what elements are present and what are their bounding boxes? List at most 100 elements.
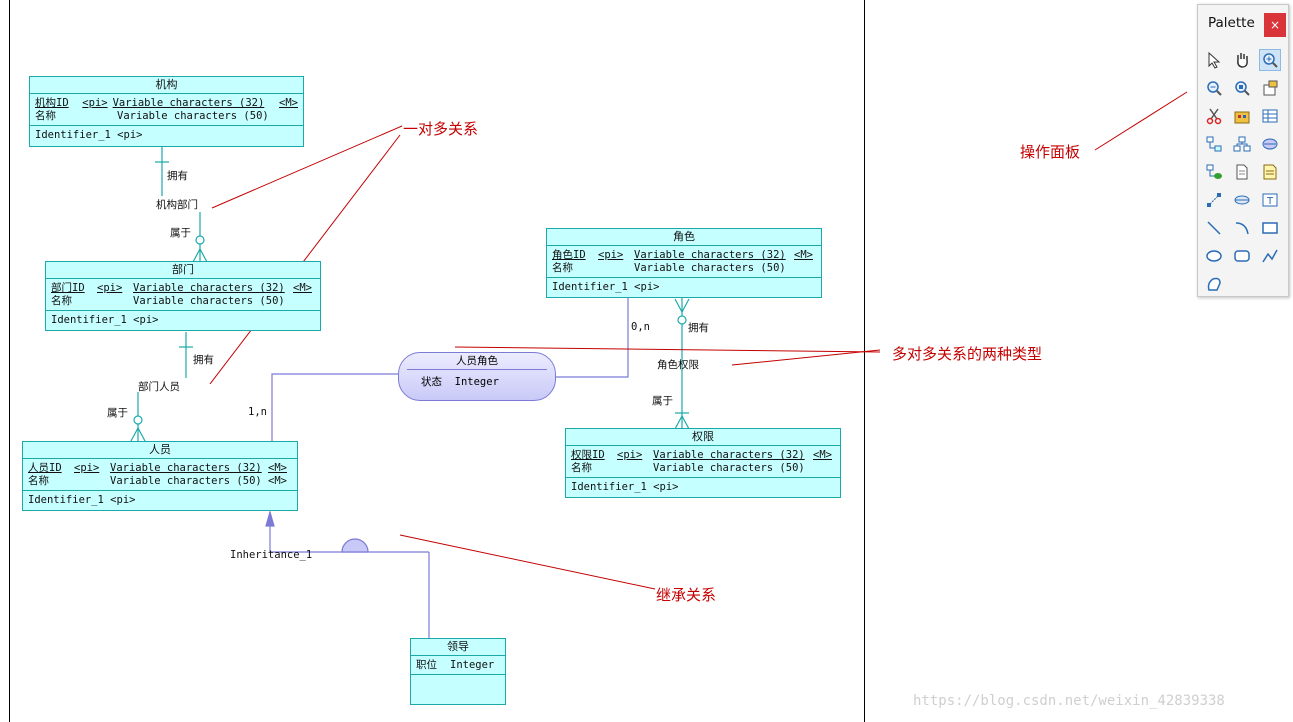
attr-type: Variable characters (32) [634,249,786,261]
attribute-row: 角色ID <pi> Variable characters (32) <M> [552,249,816,262]
attr-name: 名称 [552,262,573,274]
attr-flag: <M> [268,475,287,487]
label-role-perm-has: 拥有 [688,322,709,334]
package-icon[interactable] [1231,105,1253,127]
attr-name: 部门ID [51,282,85,294]
rounded-rect-icon[interactable] [1231,245,1253,267]
entity-attributes: 角色ID <pi> Variable characters (32) <M> 名… [547,246,821,278]
association-person-role[interactable]: 人员角色 状态 Integer [398,352,556,401]
entity-icon[interactable] [1203,133,1225,155]
entity-identifier: Identifier_1 <pi> [552,281,660,293]
zoom-in-icon[interactable] [1259,49,1281,71]
rectangle-icon[interactable] [1259,217,1281,239]
attr-flag: <M> [293,282,312,294]
attribute-row: 名称 Variable characters (50) [552,262,816,275]
entity-title: 角色 [547,229,821,246]
attribute-row: 名称 Variable characters (50) <M> [28,475,292,488]
attr-tag [598,262,634,275]
arc-icon[interactable] [1231,217,1253,239]
polygon-icon[interactable] [1203,273,1225,295]
text-icon[interactable]: T [1259,189,1281,211]
palette-title: Palette [1208,15,1255,31]
entity-dept[interactable]: 部门 部门ID <pi> Variable characters (32) <M… [45,261,321,331]
ellipse-icon[interactable] [1203,245,1225,267]
attr-type: Integer [450,659,495,671]
entity-role[interactable]: 角色 角色ID <pi> Variable characters (32) <M… [546,228,822,298]
attribute-row: 名称 Variable characters (50) [51,295,315,308]
zoom-out-icon[interactable] [1203,77,1225,99]
entity-identifier: Identifier_1 <pi> [28,494,136,506]
attr-type: Variable characters (50) [133,295,285,307]
link-assoc-icon[interactable] [1231,189,1253,211]
label-org-dept-belong: 属于 [170,227,191,239]
attr-tag [97,295,133,308]
attr-name: 权限ID [571,449,605,461]
entity-org[interactable]: 机构 机构ID <pi> Variable characters (32) <M… [29,76,304,147]
entity-identifier: Identifier_1 <pi> [571,481,679,493]
palette-close-button[interactable]: × [1264,13,1286,37]
annotation-inheritance: 继承关系 [656,586,717,604]
entity-leader[interactable]: 领导 职位 Integer [410,638,506,705]
attr-flag: <M> [268,462,287,474]
hand-icon[interactable] [1231,49,1253,71]
attr-tag [617,462,653,475]
entity-person[interactable]: 人员 人员ID <pi> Variable characters (32) <M… [22,441,298,511]
annotation-one-to-many: 一对多关系 [403,120,479,138]
entity-title: 机构 [30,77,303,94]
entity-title: 权限 [566,429,840,446]
attr-type: Variable characters (50) [634,262,786,274]
label-inheritance[interactable]: Inheritance_1 [230,549,313,561]
annotation-many-to-many: 多对多关系的两种类型 [892,345,1043,363]
label-org-dept-name[interactable]: 机构部门 [156,199,198,211]
relationship-icon[interactable] [1203,189,1225,211]
attr-type: Variable characters (32) [133,282,285,294]
attr-name: 角色ID [552,249,586,261]
label-role-perm-belong: 属于 [652,395,673,407]
entity-attributes: 机构ID <pi> Variable characters (32) <M> 名… [30,94,303,126]
note-icon[interactable] [1259,161,1281,183]
attr-name: 人员ID [28,462,62,474]
inheritance-tool-icon[interactable] [1231,133,1253,155]
attr-tag: <pi> [97,282,123,294]
pointer-icon[interactable] [1203,49,1225,71]
attr-type: Variable characters (50) [117,110,269,122]
entity-title: 部门 [46,262,320,279]
association-attribute: 状态 Integer [421,376,499,388]
attr-flag: <M> [279,97,298,109]
properties-icon[interactable] [1259,77,1281,99]
label-assoc-role-card: 0,n [631,321,650,333]
attr-type: Variable characters (50) [653,462,805,474]
link-icon[interactable] [1203,161,1225,183]
attr-name: 机构ID [35,97,69,109]
zoom-fit-icon[interactable] [1231,77,1253,99]
label-role-perm-name[interactable]: 角色权限 [657,359,699,371]
file-icon[interactable] [1231,161,1253,183]
entity-title: 领导 [411,639,505,656]
watermark: https://blog.csdn.net/weixin_42839338 [913,693,1225,709]
attr-name: 名称 [571,462,592,474]
cut-icon[interactable] [1203,105,1225,127]
polyline-icon[interactable] [1259,245,1281,267]
association-title: 人员角色 [407,353,547,370]
attribute-row: 权限ID <pi> Variable characters (32) <M> [571,449,835,462]
attribute-row: 机构ID <pi> Variable characters (32) <M> [35,97,298,110]
svg-text:T: T [1266,196,1274,207]
entity-attributes: 权限ID <pi> Variable characters (32) <M> 名… [566,446,840,478]
entity-attributes: 部门ID <pi> Variable characters (32) <M> 名… [46,279,320,311]
palette-panel: Palette × [1197,4,1289,297]
attr-tag [74,475,110,488]
attribute-row: 职位 Integer [416,659,500,672]
line-icon[interactable] [1203,217,1225,239]
annotation-palette-panel: 操作面板 [1020,143,1081,161]
attribute-row: 名称 Variable characters (50) [35,110,298,123]
entity-attributes: 职位 Integer [411,656,505,675]
association-icon[interactable] [1259,133,1281,155]
label-dept-person-name[interactable]: 部门人员 [138,381,180,393]
entity-perm[interactable]: 权限 权限ID <pi> Variable characters (32) <M… [565,428,841,498]
attr-tag: <pi> [617,449,643,461]
table-icon[interactable] [1259,105,1281,127]
entity-identifier: Identifier_1 <pi> [51,314,159,326]
attr-tag: <pi> [82,97,108,109]
attr-name: 名称 [35,110,56,122]
attr-tag [85,110,117,123]
